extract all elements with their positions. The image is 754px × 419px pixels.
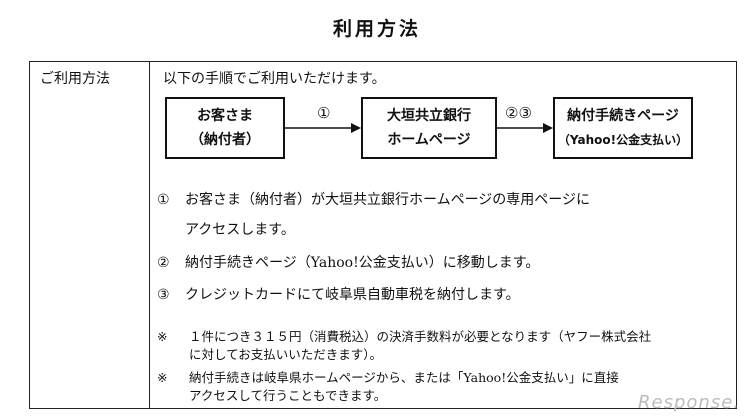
step-3: ③ クレジットカードにて岐阜県自動車税を納付します。 [157,284,520,304]
step-1-text: お客さま（納付者）が大垣共立銀行ホームページの専用ページに [185,192,591,208]
note-1-continued: に対してお支払いいただきます）。 [157,346,382,364]
note-2: ※ 納付手続きは岐阜県ホームページから、または「Yahoo!公金支払い」に直接 [157,369,619,387]
row-label: ご利用方法 [40,71,110,87]
step-3-text: クレジットカードにて岐阜県自動車税を納付します。 [185,287,520,303]
flow-box-bank-line1: 大垣共立銀行 [387,108,471,124]
page-title: 利用方法 [332,18,421,40]
note-1-text-cont: に対してお支払いいただきます）。 [189,347,383,362]
flow-arrow-label-1: ① [317,104,331,122]
step-1-continued: アクセスします。 [157,219,295,239]
flow-box-customer: お客さま （納付者） [165,97,285,159]
flow-box-payment-line2: （Yahoo!公金支払い） [557,133,689,147]
note-2-text-cont: アクセスして行うこともできます。 [189,388,387,403]
flow-box-bank: 大垣共立銀行 ホームページ [361,97,497,159]
step-2: ② 納付手続きページ（Yahoo!公金支払い）に移動します。 [157,252,539,272]
step-3-number: ③ [157,287,170,303]
flow-box-customer-line1: お客さま [197,108,253,124]
step-1-number: ① [157,192,170,208]
step-1: ① お客さま（納付者）が大垣共立銀行ホームページの専用ページに [157,189,590,209]
note-2-text: 納付手続きは岐阜県ホームページから、または「Yahoo!公金支払い」に直接 [189,370,619,385]
flow-arrow-label-2: ②③ [505,104,532,122]
flow-box-payment-line1: 納付手続きページ [567,108,679,124]
usage-table: ご利用方法 以下の手順でご利用いただけます。 お客さま （納付者） ① 大垣共立… [29,61,737,409]
step-2-number: ② [157,255,170,271]
note-2-continued: アクセスして行うこともできます。 [157,387,386,405]
step-2-text: 納付手続きページ（Yahoo!公金支払い）に移動します。 [185,255,540,271]
flow-arrow-2-icon [497,123,553,133]
note-1-mark: ※ [157,329,168,344]
flow-arrow-1-icon [285,123,361,133]
intro-text: 以下の手順でご利用いただけます。 [163,71,386,87]
flow-box-bank-line2: ホームページ [387,132,471,148]
column-divider [149,62,150,408]
flow-box-customer-line2: （納付者） [190,132,260,148]
note-1-text: １件につき３１５円（消費税込）の決済手数料が必要となります（ヤフー株式会社 [189,329,652,344]
step-1-text-cont: アクセスします。 [185,222,295,238]
flow-box-payment: 納付手続きページ （Yahoo!公金支払い） [553,97,693,159]
note-2-mark: ※ [157,370,168,385]
watermark: Response. [638,392,740,413]
note-1: ※ １件につき３１５円（消費税込）の決済手数料が必要となります（ヤフー株式会社 [157,328,651,346]
